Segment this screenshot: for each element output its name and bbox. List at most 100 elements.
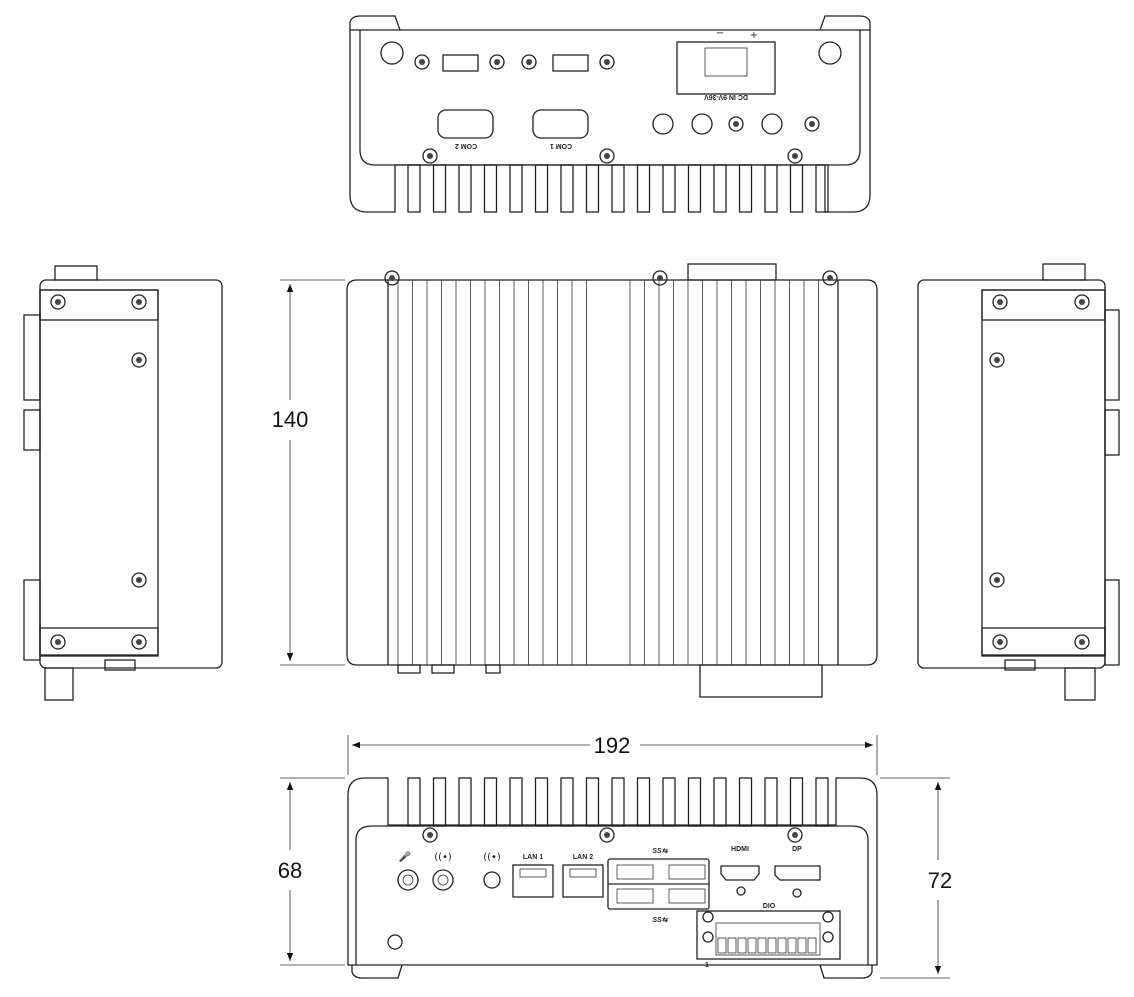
dc-plus-label: + — [750, 30, 758, 41]
screw-head — [526, 59, 532, 65]
screw-icon — [989, 572, 1005, 588]
usb3-port-3 — [616, 888, 654, 904]
heatsink-fin — [560, 164, 574, 213]
dio-pin — [727, 937, 737, 954]
dc-minus-label: − — [716, 28, 724, 39]
heatsink-fin — [738, 777, 753, 827]
heatsink-fin — [815, 777, 829, 827]
dimension-height-with-feet: 72 — [928, 868, 952, 893]
usb3-port-1 — [616, 864, 654, 880]
lan1-port — [512, 864, 554, 898]
screw-head — [792, 153, 798, 159]
heatsink-fin — [662, 164, 676, 213]
screw-head — [733, 121, 739, 127]
screw-icon — [384, 270, 400, 286]
heatsink-fin — [764, 777, 778, 827]
lan2-port — [562, 864, 604, 898]
heatsink-fin — [713, 164, 727, 213]
hdmi-label: HDMI — [731, 846, 749, 853]
dio-label: DIO — [763, 903, 776, 910]
dio-pin — [717, 937, 727, 954]
screw-head — [55, 639, 61, 645]
screw-icon — [50, 634, 66, 650]
dio-pin — [737, 937, 747, 954]
lan2-label: LAN 2 — [573, 854, 593, 861]
screw-icon — [787, 148, 803, 164]
ground-screw — [387, 934, 403, 950]
mic-icon: 🎤 — [399, 850, 412, 863]
dp-label: DP — [792, 846, 802, 853]
dio-connector — [696, 910, 841, 960]
dc-in-terminal — [676, 41, 776, 95]
screw-head — [997, 299, 1003, 305]
screw-head — [136, 299, 142, 305]
com1-port — [532, 109, 589, 139]
usb3-port-2 — [668, 864, 706, 880]
screw-icon — [1074, 294, 1090, 310]
screw-icon — [652, 270, 668, 286]
dio-pin — [807, 937, 817, 954]
heatsink-fin — [483, 777, 498, 827]
screw-head — [136, 639, 142, 645]
heatsink-fin — [534, 164, 549, 213]
heatsink-fin — [534, 777, 549, 827]
dimension-width: 192 — [594, 733, 631, 758]
heatsink-fin — [458, 164, 472, 213]
front-panel-view: 🎤 ((•) ((•) LAN 1 LAN 2 SS⇆ SS⇆ HDMI DP … — [347, 777, 878, 979]
screw-icon — [422, 827, 438, 843]
heatsink-fin — [585, 777, 600, 827]
heatsink-fin — [789, 777, 804, 827]
screw-icon — [521, 54, 537, 70]
screw-head — [809, 121, 815, 127]
heatsink-fin — [687, 777, 702, 827]
heatsink-fin — [713, 777, 727, 827]
screw-head — [55, 299, 61, 305]
screw-icon — [489, 54, 505, 70]
line-out-jack — [432, 869, 454, 891]
heatsink-fin — [407, 777, 421, 827]
screw-icon — [131, 352, 147, 368]
dimension-depth: 140 — [272, 407, 309, 432]
screw-head — [604, 153, 610, 159]
heatsink-fin — [458, 777, 472, 827]
led-power — [691, 113, 713, 135]
screw-head — [136, 357, 142, 363]
heatsink-fin — [509, 164, 523, 213]
heatsink-fin — [636, 777, 651, 827]
screw-head — [604, 832, 610, 838]
com1-label: COM 1 — [550, 142, 572, 149]
dio-terminal-block — [699, 664, 823, 698]
screw-head — [994, 577, 1000, 583]
heatsink-fin — [687, 164, 702, 213]
usb-port-1 — [442, 54, 479, 72]
led-hdd — [652, 113, 674, 135]
screw-icon — [131, 572, 147, 588]
heatsink-fin — [585, 164, 600, 213]
screw-icon — [50, 294, 66, 310]
screw-head — [427, 832, 433, 838]
screw-icon — [414, 54, 430, 70]
screw-icon — [992, 294, 1008, 310]
dio-pin — [767, 937, 777, 954]
right-side-view — [917, 263, 1120, 701]
screw-head — [494, 59, 500, 65]
heatsink-fin — [611, 777, 625, 827]
lan1-label: LAN 1 — [523, 854, 543, 861]
screw-icon — [787, 827, 803, 843]
heatsink-fin — [509, 777, 523, 827]
hdmi-port — [720, 865, 760, 881]
usb3-bottom-label: SS⇆ — [652, 917, 668, 924]
screw-head — [657, 275, 663, 281]
screw-icon — [422, 148, 438, 164]
heatsink-fin — [407, 164, 421, 213]
dimension-height: 68 — [278, 858, 302, 883]
heatsink-fin — [636, 164, 651, 213]
heatsink-fin — [432, 164, 447, 213]
screw-icon — [599, 54, 615, 70]
ground-stud-right — [818, 41, 842, 65]
screw-head — [1079, 299, 1085, 305]
left-side-view — [23, 265, 223, 701]
screw-head — [604, 59, 610, 65]
screw-head — [136, 577, 142, 583]
